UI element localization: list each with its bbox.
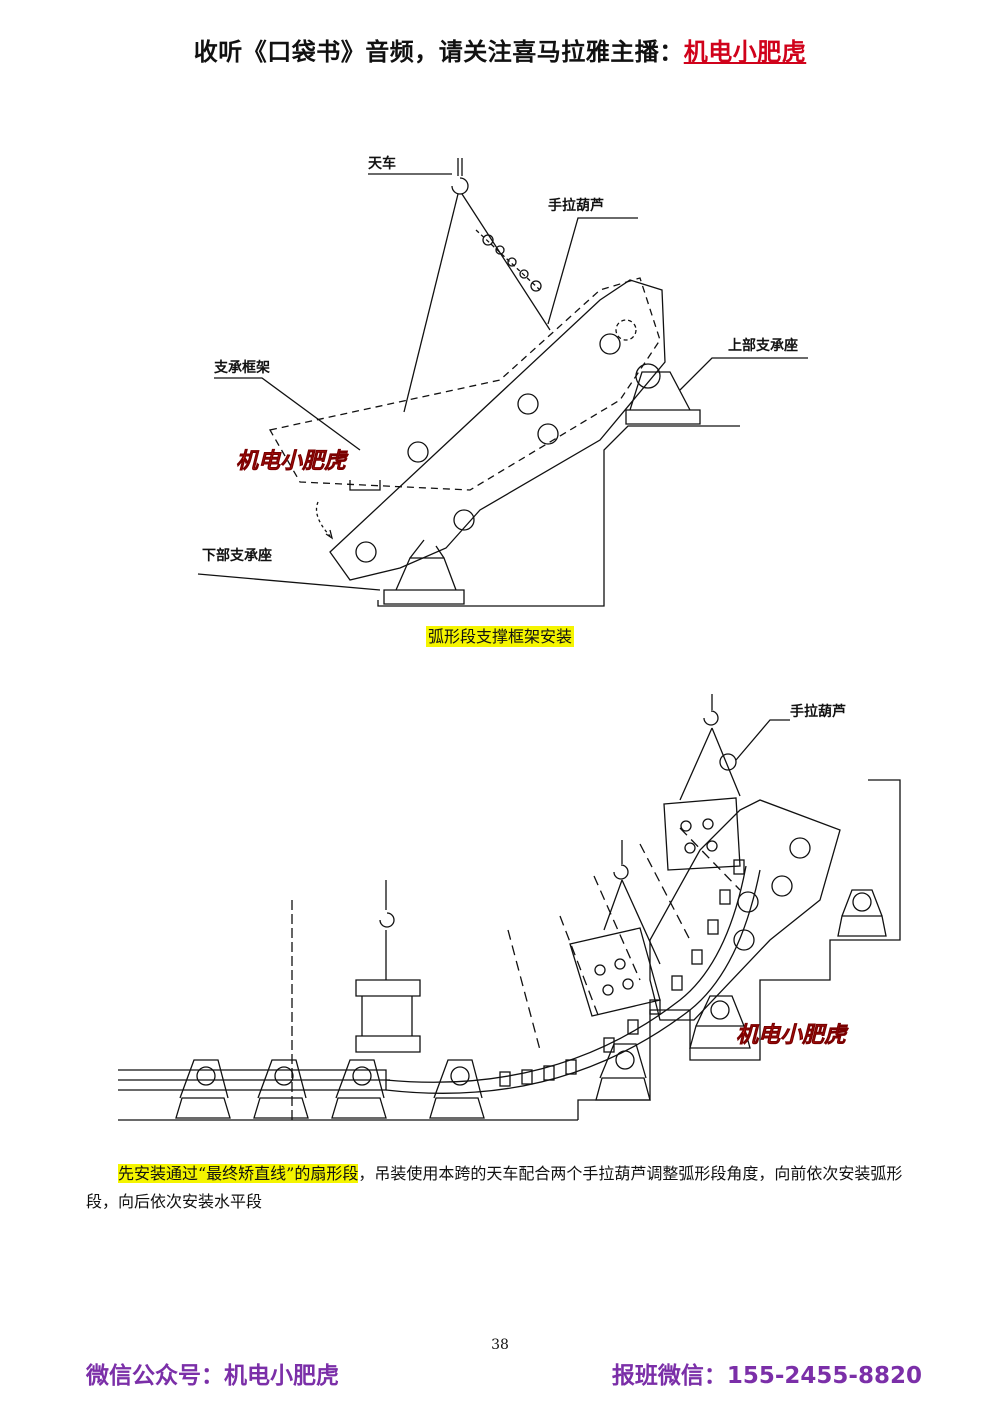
watermark-2: 机电小肥虎 (736, 1023, 849, 1048)
paragraph-highlight: 先安装通过“最终矫直线”的扇形段 (118, 1164, 359, 1183)
arc-path-inner (385, 865, 747, 1083)
crane-hook (451, 158, 469, 195)
segment-3 (663, 797, 741, 871)
frame-leader-line (214, 377, 361, 451)
figure-support-frame-installation: 天车 手拉葫芦 支承框架 上部支承座 下部支承座 机电小肥虎 (197, 155, 808, 607)
watermark: 机电小肥虎 (236, 449, 349, 474)
description-paragraph: 先安装通过“最终矫直线”的扇形段，吊装使用本跨的天车配合两个手拉葫芦调整弧形段角… (86, 1160, 926, 1216)
label-upper-seat: 上部支承座 (728, 337, 798, 354)
label-frame: 支承框架 (213, 359, 270, 376)
sling-left (403, 193, 459, 413)
hoist2-leader-line (735, 719, 790, 761)
figure1-caption-text: 弧形段支撑框架安装 (425, 626, 574, 647)
support-frame (329, 279, 666, 581)
footer-wechat-account: 微信公众号：机电小肥虎 (86, 1363, 339, 1389)
horizontal-supports (175, 1059, 485, 1119)
paragraph-rest: ，吊装使用本跨的天车配合两个手拉葫芦调整弧形段角度，向前依次安装弧形段，向后依次… (86, 1164, 903, 1211)
figure-segment-installation: 手拉葫芦 机电小肥虎 (118, 694, 901, 1121)
figure1-caption: 弧形段支撑框架安装 (0, 623, 1000, 647)
segment-1 (355, 979, 421, 1053)
page-header: 收听《口袋书》音频，请关注喜马拉雅主播：机电小肥虎 (0, 32, 1000, 67)
footer-wechat-contact: 报班微信：155-2455-8820 (611, 1363, 922, 1389)
label-hoist-2: 手拉葫芦 (790, 703, 846, 720)
hook-2 (613, 840, 629, 880)
arc-path-outer (385, 869, 761, 1094)
upper-support-seat (625, 371, 701, 425)
support-frame-old-position (268, 277, 661, 491)
lower-support-seat (383, 557, 465, 605)
page-number: 38 (491, 1337, 509, 1353)
label-lower-seat: 下部支承座 (202, 547, 272, 564)
hook-3 (703, 694, 719, 726)
upper-seat-leader-line (679, 357, 808, 391)
foundation (377, 425, 740, 607)
label-hoist: 手拉葫芦 (548, 197, 604, 214)
sling-right (461, 193, 551, 331)
rotation-arrow (315, 501, 331, 537)
label-crane: 天车 (368, 155, 396, 172)
hoist-leader-line (547, 217, 638, 325)
header-brand-link[interactable]: 机电小肥虎 (683, 38, 807, 66)
bent-frame (649, 799, 841, 1021)
lower-seat-leader-line (197, 573, 381, 591)
hook-1 (379, 880, 395, 928)
header-prefix: 收听《口袋书》音频，请关注喜马拉雅主播： (193, 38, 684, 66)
segment-2 (569, 927, 661, 1017)
